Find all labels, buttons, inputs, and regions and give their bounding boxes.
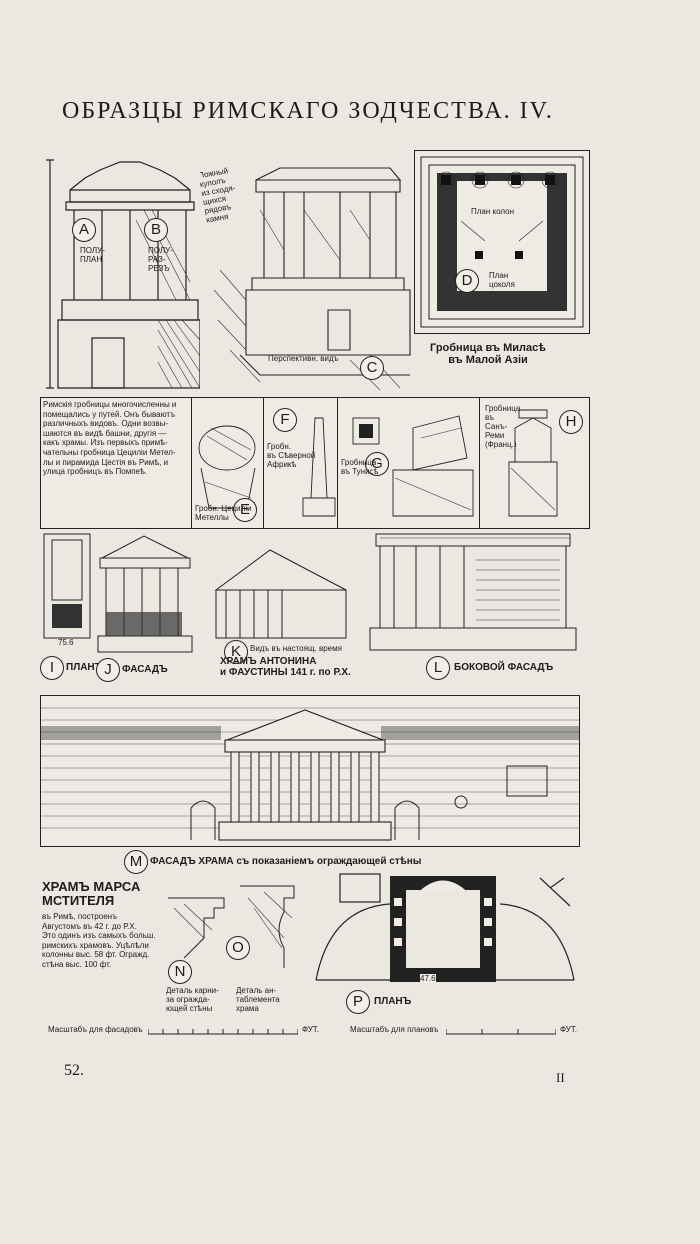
roman-tombs-row: Римскія гробницы многочисленны и помещал… — [40, 397, 590, 529]
p-caption: ПЛАНЪ — [374, 996, 412, 1007]
facade-wall-drawing — [41, 707, 579, 841]
e-caption: Гробн. Цециліи Метеллы — [195, 504, 252, 522]
plate-grid: A ПОЛУ- ПЛАН B ПОЛУ- РАЗ- РЕЗЪ — [40, 150, 590, 1050]
cornice-details-drawing — [168, 885, 295, 968]
k-caption: Видъ въ настоящ. время — [250, 644, 342, 653]
mars-title: ХРАМЪ МАРСА МСТИТЕЛЯ — [42, 879, 141, 908]
label-a: A — [72, 218, 96, 242]
label-m: M — [124, 850, 148, 874]
page-number-left: 52. — [64, 1062, 84, 1079]
scale-facades-unit: ФУТ. — [302, 1025, 320, 1034]
page-number-right: II — [556, 1070, 565, 1085]
m-caption: ФАСАДЪ ХРАМА съ показаніемъ ограждающей … — [150, 856, 422, 867]
label-f: F — [273, 408, 297, 432]
h-caption: Гробница въ Санъ- Реми (Франц.) — [485, 404, 521, 449]
mars-plan-drawing — [315, 873, 575, 982]
label-j: J — [96, 658, 120, 682]
label-o: O — [226, 936, 250, 960]
label-k: K — [224, 640, 248, 664]
tombs-drawings — [198, 409, 558, 517]
page-title: ОБРАЗЦЫ РИМСКАГО ЗОДЧЕСТВА. IV. — [62, 98, 554, 124]
caption-a: ПОЛУ- ПЛАН — [80, 246, 105, 264]
temple-title: ХРАМЪ АНТОНИНА и ФАУСТИНЫ 141 г. по Р.Х. — [220, 656, 351, 678]
scale-facades-label: Масштабъ для фасадовъ — [48, 1025, 143, 1034]
tomb-title: Гробница въ Миласѣ въ Малой Азіи — [430, 342, 546, 366]
label-g: G — [365, 452, 389, 476]
caption-b: ПОЛУ- РАЗ- РЕЗЪ — [148, 246, 173, 273]
scale-plans-unit: ФУТ. — [560, 1025, 578, 1034]
label-e: E — [233, 498, 257, 522]
label-h: H — [559, 410, 583, 434]
label-d: D — [455, 269, 479, 293]
perspective-caption: Перспективн. видъ — [268, 354, 339, 363]
plan-panel: План колон D План цоколя — [414, 150, 590, 334]
l-caption: БОКОВОЙ ФАСАДЪ — [454, 662, 554, 673]
g-caption: Гробница въ Тунисѣ — [341, 458, 379, 476]
f-caption: Гробн. въ Сѣверной Африкѣ — [267, 442, 316, 469]
j-caption: ФАСАДЪ — [122, 664, 168, 675]
mars-text: въ Римѣ, построенъ Августомъ въ 42 г. до… — [42, 912, 156, 969]
label-i: I — [40, 656, 64, 680]
perspective-panel: Пожный куполъ из сходя- щихся рядовъ кам… — [200, 150, 414, 395]
label-b: B — [144, 218, 168, 242]
facade-wall-panel — [40, 695, 580, 847]
label-n: N — [168, 960, 192, 984]
label-l: L — [426, 656, 450, 680]
plan-base-caption: План цоколя — [489, 271, 515, 289]
tomb-elevation-drawing — [46, 159, 200, 389]
roman-tombs-text: Римскія гробницы многочисленны и помещал… — [43, 400, 177, 477]
elevation-section-panel: A ПОЛУ- ПЛАН B ПОЛУ- РАЗ- РЕЗЪ — [40, 150, 200, 395]
antoninus-temple-drawings — [43, 533, 577, 653]
plan-columns-caption: План колон — [471, 207, 514, 216]
scale-plans-label: Масштабъ для плановъ — [350, 1025, 439, 1034]
scale-plans-bar — [446, 1029, 556, 1035]
label-p: P — [346, 990, 370, 1014]
mars-plan-dim: 47.6 — [420, 974, 436, 983]
i-caption: ПЛАНЪ — [66, 662, 104, 673]
label-c: C — [360, 356, 384, 380]
o-caption: Деталь ан- таблемента храма — [236, 986, 280, 1013]
antoninus-temple-row: 75.6 I ПЛАНЪ J ФАСАДЪ K Видъ въ настоящ.… — [40, 530, 588, 686]
scale-facades-bar — [148, 1029, 298, 1035]
tomb-plan-drawing — [420, 156, 584, 328]
plan-dim: 75.6 — [58, 638, 74, 647]
n-caption: Деталь карни- за огражда- ющей стѣны — [166, 986, 219, 1013]
tomb-perspective-drawing — [213, 167, 411, 391]
